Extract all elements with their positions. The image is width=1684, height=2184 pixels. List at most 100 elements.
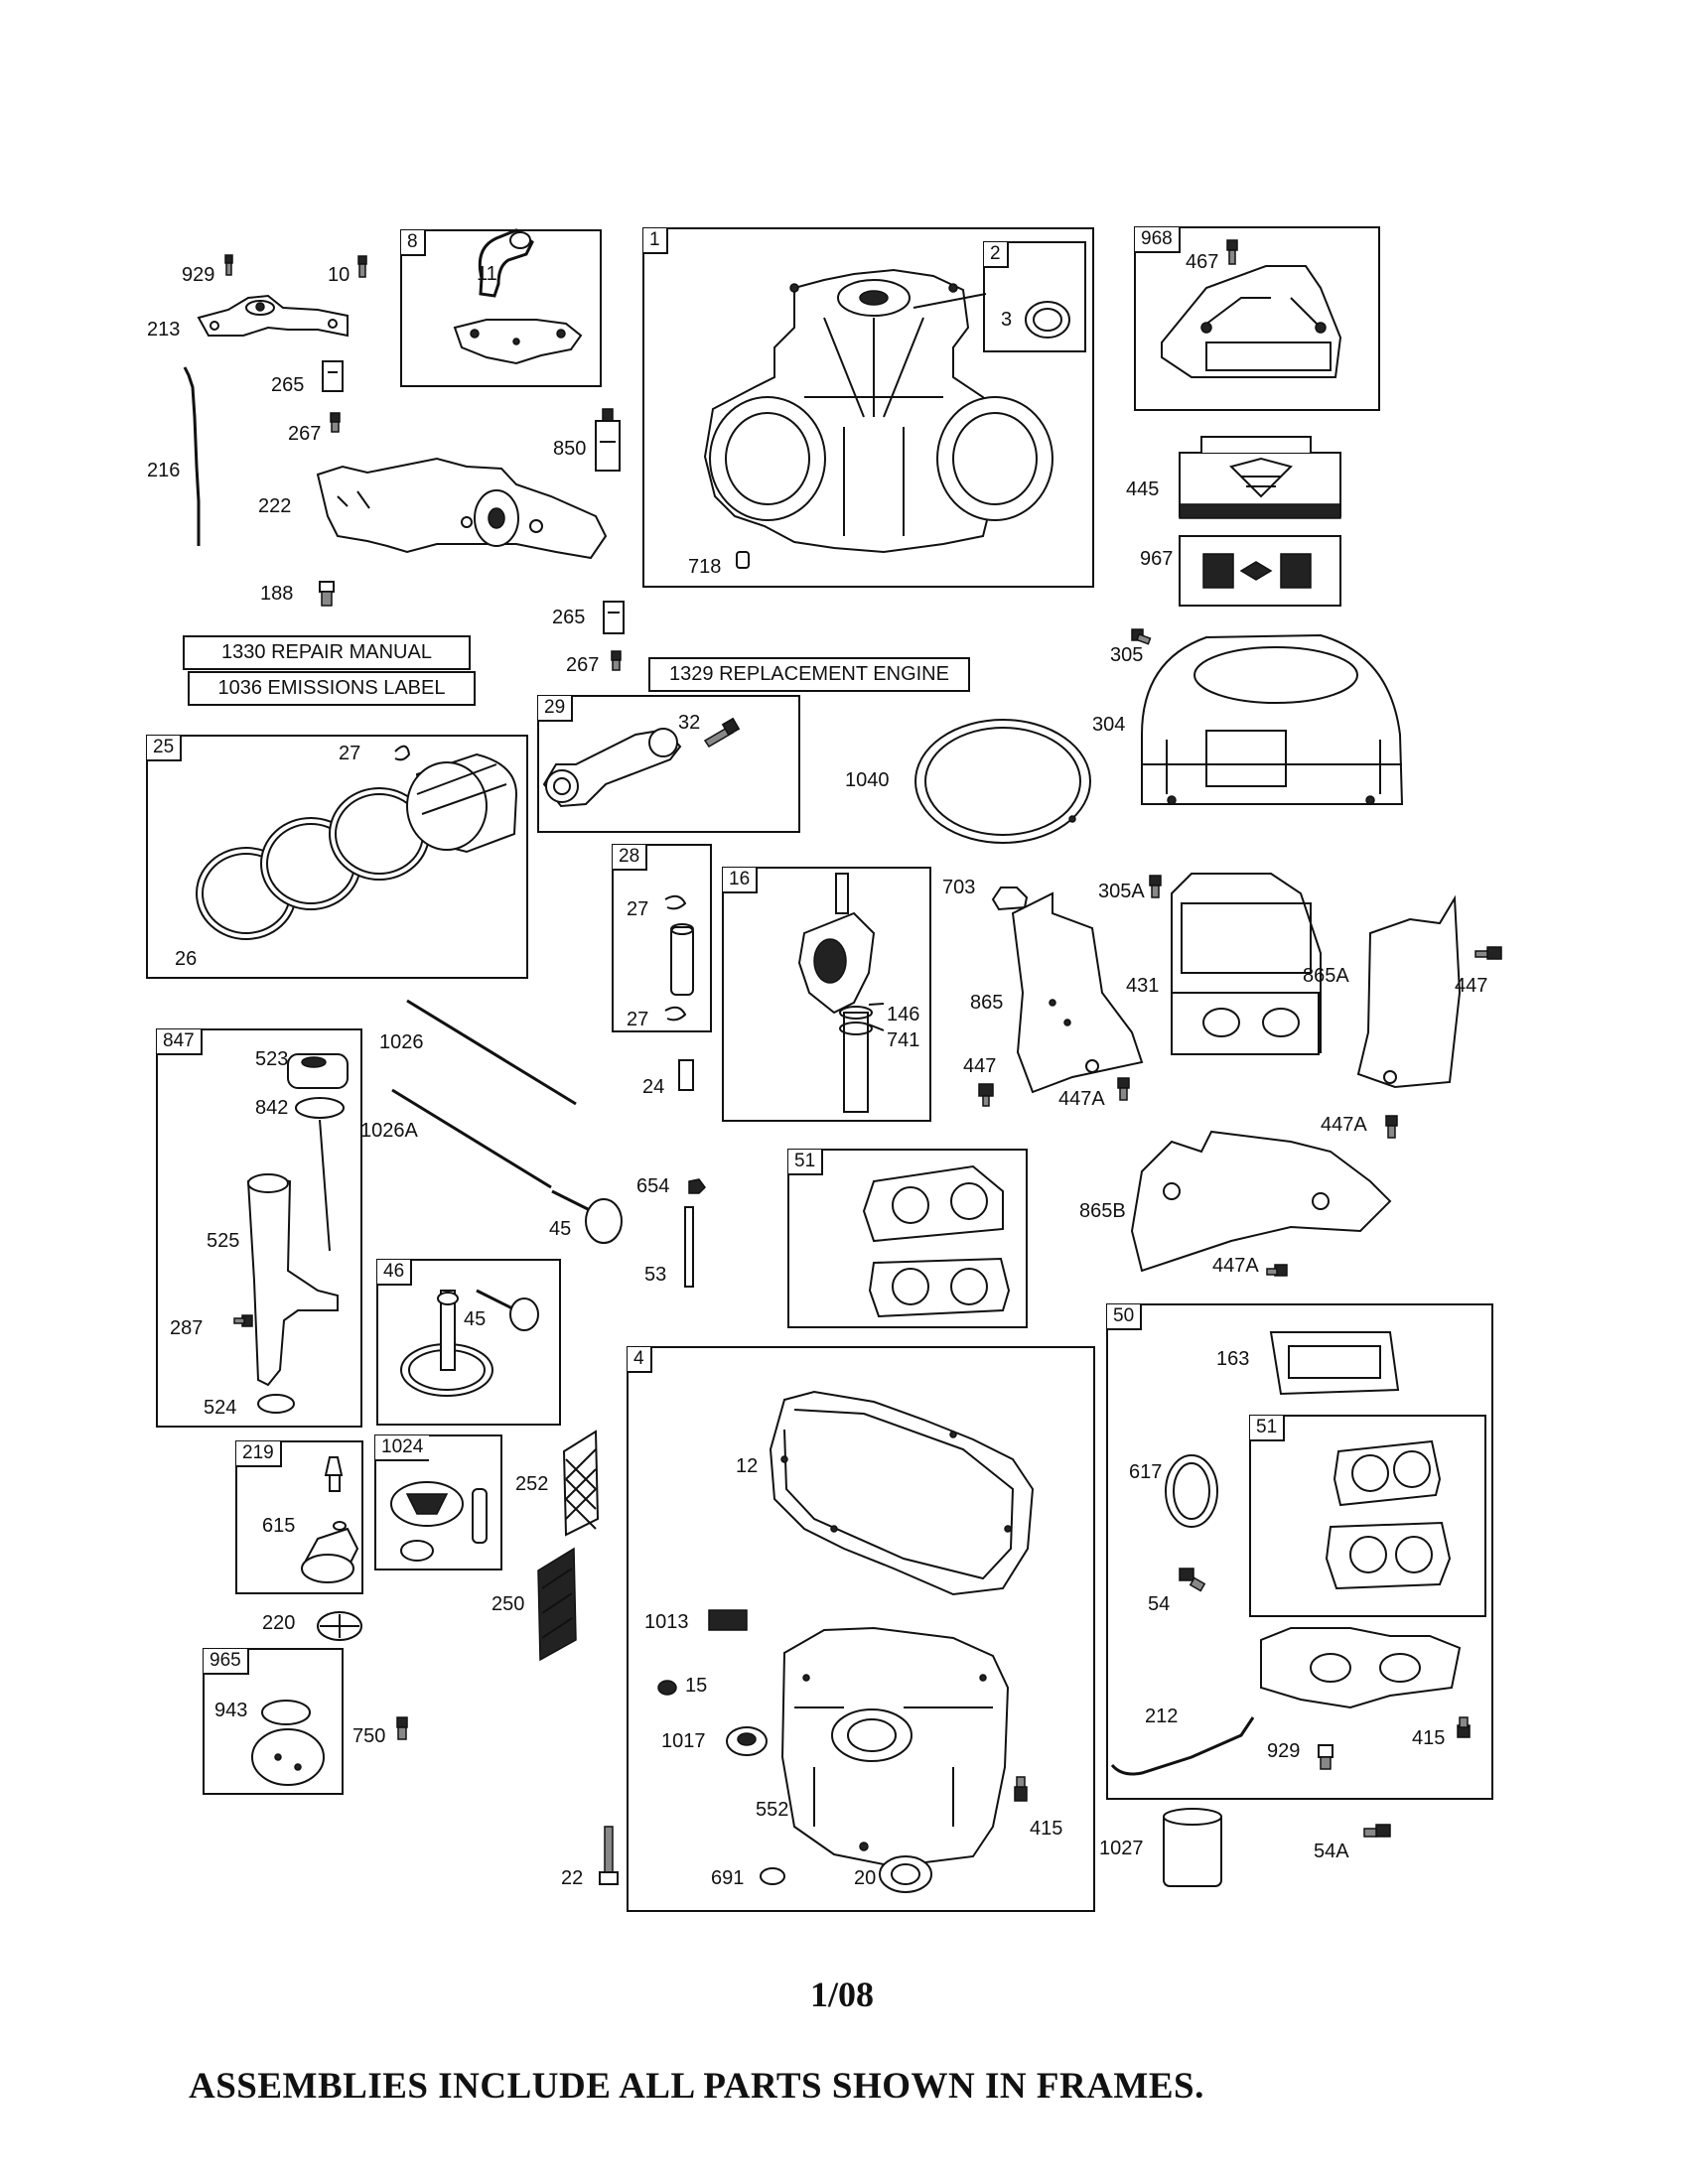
- replacement-engine-label: 1329 REPLACEMENT ENGINE: [648, 657, 970, 692]
- part-label: 1026A: [360, 1120, 418, 1142]
- gasket-51b-icon: [1325, 1439, 1452, 1590]
- shield-865-icon: [1011, 891, 1144, 1094]
- base-431-icon: [1171, 873, 1322, 1055]
- valve-45a-icon: [551, 1189, 623, 1244]
- part-label: 305: [1110, 644, 1144, 666]
- part-691-icon: [760, 1867, 785, 1885]
- part-label: 220: [262, 1612, 296, 1634]
- frame-label-219: 219: [236, 1441, 282, 1467]
- part-label: 524: [204, 1397, 237, 1419]
- governor-219-icon: [301, 1456, 359, 1583]
- cap-965-icon: [251, 1700, 325, 1786]
- part-label: 45: [464, 1308, 487, 1330]
- frame-label-25: 25: [147, 736, 183, 761]
- part-label: 1040: [845, 769, 890, 791]
- part-label: 865A: [1303, 965, 1349, 987]
- air-filter-445-icon: [1179, 436, 1341, 519]
- clip-265b-icon: [603, 601, 625, 634]
- part-label: 967: [1140, 548, 1174, 570]
- filter-250-icon: [537, 1547, 577, 1662]
- emissions-label-label: 1036 EMISSIONS LABEL: [188, 671, 476, 706]
- part-label: 10: [328, 264, 351, 286]
- ring-617-icon: [1165, 1454, 1218, 1528]
- screw-929-icon: [224, 254, 233, 276]
- part-label: 45: [549, 1218, 572, 1240]
- pre-cleaner-967-icon: [1179, 535, 1341, 607]
- part-label: 216: [147, 460, 181, 481]
- screw-10-icon: [357, 255, 367, 278]
- part-label: 54A: [1314, 1841, 1349, 1862]
- part-label: 929: [182, 264, 215, 286]
- frame-label-51b: 51: [1250, 1416, 1286, 1441]
- repair-manual-label: 1330 REPAIR MANUAL: [183, 635, 471, 670]
- part-label: 24: [642, 1076, 665, 1098]
- nut-654-icon: [688, 1178, 706, 1194]
- frame-label-51: 51: [788, 1150, 824, 1175]
- part-label: 718: [688, 556, 722, 578]
- part-label: 15: [685, 1675, 708, 1697]
- part-label: 447: [963, 1055, 997, 1077]
- pin-718-icon: [736, 551, 750, 569]
- plug-415b-icon: [1014, 1776, 1028, 1802]
- part-label: 213: [147, 319, 181, 341]
- piston-25-icon: [196, 752, 518, 940]
- valve-cover-968-icon: [1161, 265, 1342, 378]
- tube-11-icon: [478, 228, 534, 298]
- part-label: 691: [711, 1867, 745, 1889]
- gasket-51-icon: [862, 1164, 1011, 1318]
- part-label: 467: [1186, 251, 1219, 273]
- part-label: 27: [339, 743, 361, 764]
- sump-4-icon: [780, 1626, 1010, 1868]
- oil-filter-1027-icon: [1163, 1808, 1222, 1887]
- assembly-frames: [146, 226, 1493, 1912]
- part-label: 447A: [1321, 1114, 1367, 1136]
- stud-53-icon: [684, 1206, 694, 1288]
- frame-965: [203, 1648, 344, 1795]
- frame-label-8: 8: [401, 230, 426, 256]
- footer-note: ASSEMBLIES INCLUDE ALL PARTS SHOWN IN FR…: [189, 2066, 1204, 2107]
- frame-29: [537, 695, 800, 833]
- part-label: 163: [1216, 1348, 1250, 1370]
- part-label: 415: [1412, 1727, 1446, 1749]
- push-rod-1026-icon: [406, 999, 577, 1106]
- part-label: 431: [1126, 975, 1160, 997]
- part-label: 929: [1267, 1740, 1301, 1762]
- part-label: 617: [1129, 1461, 1163, 1483]
- part-label: 525: [207, 1230, 240, 1252]
- part-label: 212: [1145, 1706, 1179, 1727]
- frame-label-1024: 1024: [375, 1435, 430, 1461]
- frame-label-28: 28: [613, 845, 648, 871]
- filter-252-icon: [562, 1430, 600, 1537]
- part-label: 415: [1030, 1818, 1063, 1840]
- part-label: 842: [255, 1097, 289, 1119]
- frame-1024: [374, 1434, 502, 1570]
- part-label: 1013: [644, 1611, 689, 1633]
- part-label: 27: [627, 1009, 649, 1030]
- screw-188-icon: [319, 581, 335, 607]
- part-label: 222: [258, 495, 292, 517]
- screw-750-icon: [396, 1716, 408, 1740]
- clip-265-icon: [322, 360, 344, 392]
- screw-305-icon: [1131, 628, 1152, 645]
- part-label: 3: [1001, 309, 1013, 331]
- part-label: 1017: [661, 1730, 706, 1752]
- part-label: 252: [515, 1473, 549, 1495]
- part-label: 304: [1092, 714, 1126, 736]
- frame-51b: [1249, 1415, 1486, 1617]
- frame-25: [146, 735, 528, 979]
- part-label: 26: [175, 948, 198, 970]
- part-label: 654: [636, 1175, 670, 1197]
- part-label: 741: [887, 1029, 920, 1051]
- screw-447Aa-icon: [1117, 1077, 1130, 1101]
- frame-label-2: 2: [984, 242, 1009, 268]
- part-label: 20: [854, 1867, 877, 1889]
- part-label: 188: [260, 583, 294, 605]
- part-label: 615: [262, 1515, 296, 1537]
- frame-label-16: 16: [723, 868, 759, 893]
- blower-housing-304-icon: [1141, 633, 1404, 805]
- crankshaft-16-icon: [797, 873, 876, 1113]
- screen-1013-icon: [708, 1609, 748, 1631]
- part-label: 54: [1148, 1593, 1171, 1615]
- part-label: 265: [271, 374, 305, 396]
- key-24-icon: [678, 1059, 694, 1091]
